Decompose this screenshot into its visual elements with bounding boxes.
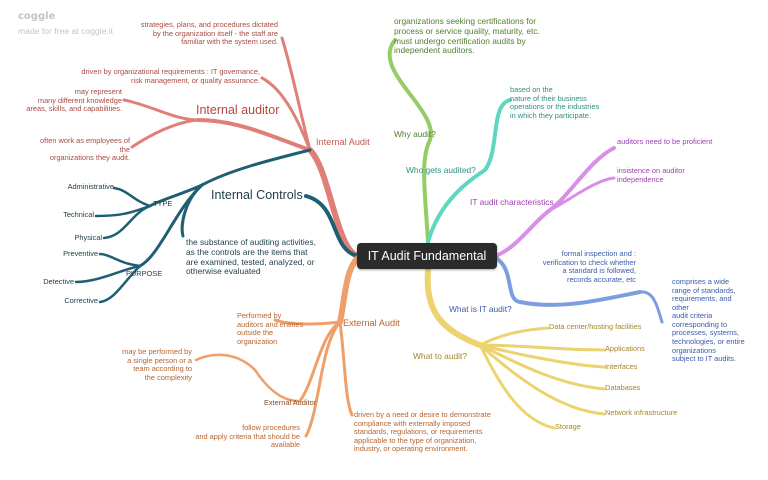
internal-auditor-employees-text: often work as employees of the organizat…	[40, 136, 130, 163]
who-branch	[426, 98, 512, 244]
internal-audit-label[interactable]: Internal Audit	[316, 137, 370, 147]
external-audit-performed-text: Performed by auditors and entities outsi…	[237, 311, 304, 346]
audit-target-applications[interactable]: Applications	[605, 344, 645, 353]
characteristics-branches	[494, 146, 616, 258]
control-type-label[interactable]: TYPE	[153, 199, 173, 208]
external-auditor-label[interactable]: External Auditor	[264, 398, 317, 407]
why-branch	[387, 38, 433, 244]
who-audited-text: based on the nature of their business op…	[510, 85, 600, 120]
external-auditor-single-text: may be performed by a single person or a…	[122, 347, 192, 382]
audit-target-databases[interactable]: Databases	[605, 383, 641, 392]
control-type-administrative[interactable]: Administrative	[67, 182, 114, 191]
external-audit-follow-text: follow procedures and apply criteria tha…	[195, 423, 300, 450]
what-to-audit-label[interactable]: What to audit?	[413, 351, 468, 361]
control-purpose-preventive[interactable]: Preventive	[63, 249, 98, 258]
who-audited-label[interactable]: Who gets audited?	[406, 165, 476, 175]
internal-controls-label[interactable]: Internal Controls	[211, 188, 303, 202]
audit-target-data-center[interactable]: Data center/hosting facilities	[549, 322, 642, 331]
control-purpose-detective[interactable]: Detective	[43, 277, 74, 286]
what-to-audit-branches	[424, 267, 606, 430]
external-audit-driven-text: driven by a need or desire to demonstrat…	[354, 410, 491, 454]
characteristic-independence[interactable]: insistence on auditor independence	[617, 166, 685, 184]
external-audit-branches	[194, 255, 361, 438]
what-is-branches	[494, 256, 664, 324]
characteristic-proficient[interactable]: auditors need to be proficient	[617, 137, 713, 146]
internal-auditor-represent-text: may represent many different knowledge a…	[26, 87, 122, 114]
why-audit-label[interactable]: Why audit?	[394, 129, 436, 139]
internal-auditor-heading[interactable]: Internal auditor	[196, 103, 280, 117]
coggle-logo[interactable]: coggle	[18, 11, 56, 22]
audit-target-interfaces[interactable]: Interfaces	[605, 362, 638, 371]
audit-target-network[interactable]: Network infrastructure	[605, 408, 678, 417]
why-audit-text: organizations seeking certifications for…	[394, 16, 540, 56]
characteristics-label[interactable]: IT audit characteristics	[470, 197, 554, 207]
central-node[interactable]: IT Audit Fundamental	[357, 243, 497, 269]
control-purpose-corrective[interactable]: Corrective	[64, 296, 98, 305]
internal-audit-strategies-text: strategies, plans, and procedures dictat…	[140, 20, 278, 47]
external-audit-label[interactable]: External Audit	[343, 318, 400, 328]
internal-audit-driven-text: driven by organizational requirements : …	[81, 67, 260, 85]
what-is-criteria-text: comprises a wide range of standards, req…	[672, 277, 745, 364]
internal-controls-description: the substance of auditing activities, as…	[186, 237, 316, 277]
made-for-free-note[interactable]: made for free at coggle.it	[18, 26, 114, 36]
control-type-physical[interactable]: Physical	[74, 233, 102, 242]
control-type-technical[interactable]: Technical	[63, 210, 94, 219]
internal-controls-branches	[74, 148, 360, 304]
what-is-formal-text: formal inspection and : verification to …	[542, 249, 636, 284]
internal-audit-branches	[122, 36, 361, 259]
what-is-label[interactable]: What is IT audit?	[449, 304, 512, 314]
audit-target-storage[interactable]: Storage	[555, 422, 581, 431]
control-purpose-label[interactable]: PURPOSE	[126, 269, 163, 278]
